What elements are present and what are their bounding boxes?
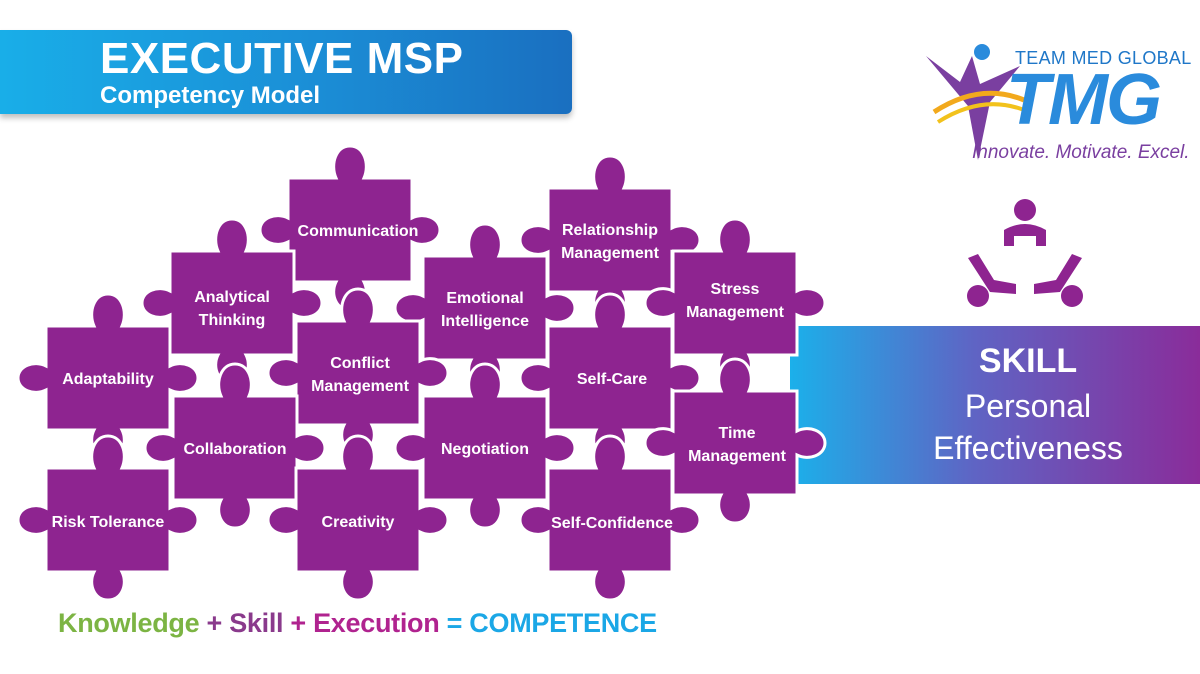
label-emotional-2: Intelligence bbox=[441, 313, 529, 330]
team-circle-icon bbox=[967, 199, 1083, 307]
label-conflict-2: Management bbox=[311, 378, 409, 395]
eq-equals: = bbox=[446, 608, 463, 638]
label-stress-1: Stress bbox=[711, 281, 760, 298]
label-collaboration: Collaboration bbox=[183, 441, 286, 458]
page-title: EXECUTIVE MSP bbox=[100, 34, 464, 83]
tmg-logo: TEAM MED GLOBAL TMG Innovate. Motivate. … bbox=[920, 42, 1191, 172]
competence-equation: Knowledge + Skill + Execution = COMPETEN… bbox=[58, 608, 657, 639]
label-adaptability: Adaptability bbox=[62, 371, 154, 388]
logo-brand: TEAM MED GLOBAL bbox=[1015, 48, 1192, 68]
logo-tagline: Innovate. Motivate. Excel. bbox=[972, 142, 1190, 163]
figure-swoosh-icon bbox=[926, 44, 1025, 160]
label-risk-tolerance: Risk Tolerance bbox=[52, 514, 165, 531]
label-relationship-1: Relationship bbox=[562, 222, 658, 239]
label-creativity: Creativity bbox=[322, 514, 395, 531]
label-negotiation: Negotiation bbox=[441, 441, 529, 458]
skill-panel: SKILL Personal Effectiveness bbox=[790, 326, 1200, 484]
skill-line-effectiveness: Effectiveness bbox=[933, 430, 1123, 466]
label-stress-2: Management bbox=[686, 304, 784, 321]
skill-title: SKILL bbox=[978, 342, 1078, 380]
eq-plus-1: + bbox=[206, 608, 223, 638]
logo-mark: TMG bbox=[1006, 60, 1162, 140]
skill-line-personal: Personal bbox=[964, 388, 1092, 424]
label-conflict-1: Conflict bbox=[330, 355, 390, 372]
label-time-1: Time bbox=[718, 425, 755, 442]
eq-competence: COMPETENCE bbox=[469, 608, 657, 638]
label-emotional-1: Emotional bbox=[446, 290, 523, 307]
label-analytical-1: Analytical bbox=[194, 289, 270, 306]
title-banner: EXECUTIVE MSP Competency Model bbox=[0, 30, 572, 114]
eq-skill: Skill bbox=[229, 608, 284, 638]
eq-knowledge: Knowledge bbox=[58, 608, 200, 638]
label-analytical-2: Thinking bbox=[199, 312, 266, 329]
eq-execution: Execution bbox=[313, 608, 440, 638]
label-communication: Communication bbox=[298, 223, 419, 240]
label-self-care: Self-Care bbox=[577, 371, 647, 388]
label-time-2: Management bbox=[688, 448, 786, 465]
label-relationship-2: Management bbox=[561, 245, 659, 262]
page-subtitle: Competency Model bbox=[100, 82, 321, 109]
eq-plus-2: + bbox=[290, 608, 306, 638]
label-self-confidence: Self-Confidence bbox=[551, 515, 673, 532]
